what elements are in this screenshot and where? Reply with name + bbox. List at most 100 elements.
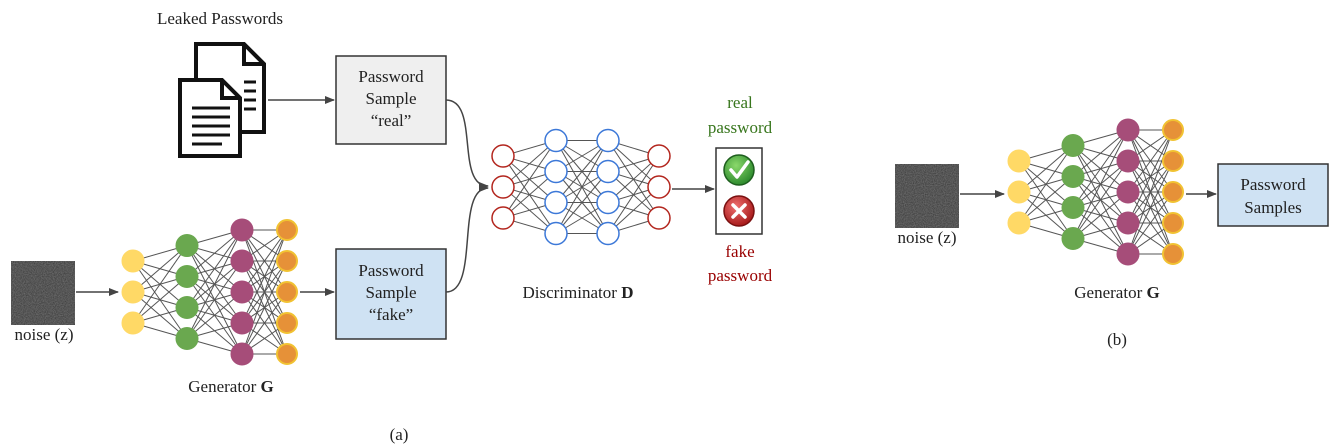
generator-a-node-layer4 <box>276 250 298 272</box>
generator-label-b: Generator G <box>1074 283 1159 302</box>
generator-b-edge <box>1072 160 1129 239</box>
output-box <box>715 147 763 235</box>
generator-a-edge <box>186 229 243 277</box>
panel-a: Leaked Passwords Password Sample “real” <box>11 9 773 444</box>
check-icon <box>723 154 755 186</box>
fake-box-line3: “fake” <box>369 305 413 324</box>
generator-a-edge <box>132 276 188 324</box>
panel-b: noise (z) Generator G Password Samples (… <box>895 118 1329 349</box>
discriminator-edge <box>502 140 557 219</box>
leaked-passwords-label: Leaked Passwords <box>157 9 283 28</box>
caption-b: (b) <box>1107 330 1127 349</box>
samples-box-line2: Samples <box>1244 198 1302 217</box>
discriminator-node-layer3 <box>596 190 620 215</box>
generator-a-node-layer3 <box>230 311 254 335</box>
generator-b-node-layer2 <box>1061 165 1085 188</box>
generator-a-node-layer1 <box>121 249 145 273</box>
discriminator-node-layer4 <box>647 175 671 199</box>
discriminator-node-layer2 <box>544 221 568 246</box>
real-box-line3: “real” <box>371 111 412 130</box>
discriminator-edge <box>555 171 609 234</box>
discriminator-edge <box>607 155 660 234</box>
generator-b-node-layer4 <box>1162 181 1184 203</box>
discriminator-label: Discriminator D <box>523 283 634 302</box>
generator-network-a <box>121 218 298 366</box>
generator-b-edge <box>1018 145 1074 193</box>
generator-b-node-layer3 <box>1116 180 1140 204</box>
generator-b-node-layer2 <box>1061 227 1085 250</box>
noise-label-b: noise (z) <box>897 228 956 247</box>
generator-a-edge <box>186 229 243 308</box>
password-sample-real-box: Password Sample “real” <box>335 55 447 145</box>
discriminator-edge <box>555 140 609 234</box>
generator-b-node-layer2 <box>1061 134 1085 157</box>
discriminator-node-layer3 <box>596 221 620 246</box>
fake-output-line2: password <box>708 266 773 285</box>
real-output-line2: password <box>708 118 773 137</box>
generator-a-edge <box>241 229 288 293</box>
generator-b-edge <box>1127 160 1174 255</box>
generator-b-node-layer3 <box>1116 211 1140 235</box>
real-box-line1: Password <box>358 67 424 86</box>
discriminator-node-layer1 <box>491 206 515 230</box>
discriminator-node-layer1 <box>491 175 515 199</box>
generator-label-a: Generator G <box>188 377 273 396</box>
discriminator-node-layer3 <box>596 128 620 153</box>
generator-b-node-layer4 <box>1162 212 1184 234</box>
generator-a-node-layer4 <box>276 281 298 303</box>
generator-b-edge <box>1127 191 1174 255</box>
generator-a-edge <box>241 229 288 355</box>
fake-box-line1: Password <box>358 261 424 280</box>
generator-a-edge <box>186 291 243 339</box>
fake-output-line1: fake <box>725 242 754 261</box>
generator-a-node-layer3 <box>230 280 254 304</box>
documents-icon <box>178 42 266 158</box>
generator-b-edge <box>1127 129 1174 255</box>
generator-b-node-layer2 <box>1061 196 1085 219</box>
generator-b-node-layer3 <box>1116 118 1140 142</box>
generator-a-node-layer2 <box>175 327 199 350</box>
generator-a-node-layer3 <box>230 218 254 242</box>
discriminator-network <box>491 128 671 246</box>
generator-network-b <box>1007 118 1184 266</box>
generator-a-edge <box>241 229 288 324</box>
generator-a-edge <box>241 260 288 355</box>
generator-b-node-layer1 <box>1007 149 1031 173</box>
generator-a-node-layer3 <box>230 249 254 273</box>
generator-b-edge <box>1072 129 1129 177</box>
generator-a-node-layer1 <box>121 280 145 304</box>
real-box-line2: Sample <box>366 89 417 108</box>
generator-a-node-layer4 <box>276 343 298 365</box>
discriminator-node-layer4 <box>647 144 671 168</box>
discriminator-edge <box>502 140 557 188</box>
password-samples-box: Password Samples <box>1217 163 1329 227</box>
generator-a-node-layer3 <box>230 342 254 366</box>
real-output-line1: real <box>727 93 753 112</box>
generator-a-node-layer1 <box>121 311 145 335</box>
generator-b-edge <box>1018 145 1074 224</box>
generator-b-node-layer1 <box>1007 180 1031 204</box>
generator-b-edge <box>1127 129 1174 193</box>
generator-a-edge <box>186 260 243 339</box>
generator-a-node-layer2 <box>175 296 199 319</box>
generator-a-node-layer2 <box>175 265 199 288</box>
generator-a-node-layer4 <box>276 219 298 241</box>
generator-a-edge <box>241 291 288 355</box>
discriminator-edge <box>555 140 609 203</box>
curve-fake-to-discriminator <box>445 184 489 293</box>
discriminator-node-layer2 <box>544 190 568 215</box>
generator-a-node-layer2 <box>175 234 199 257</box>
discriminator-node-layer2 <box>544 159 568 184</box>
discriminator-node-layer2 <box>544 128 568 153</box>
cross-icon <box>723 195 755 227</box>
generator-a-edge <box>132 245 188 324</box>
generator-b-node-layer1 <box>1007 211 1031 235</box>
discriminator-node-layer3 <box>596 159 620 184</box>
generator-b-edge <box>1072 129 1129 239</box>
generator-b-node-layer3 <box>1116 149 1140 173</box>
fake-box-line2: Sample <box>366 283 417 302</box>
generator-b-edge <box>1018 176 1074 224</box>
discriminator-node-layer4 <box>647 206 671 230</box>
